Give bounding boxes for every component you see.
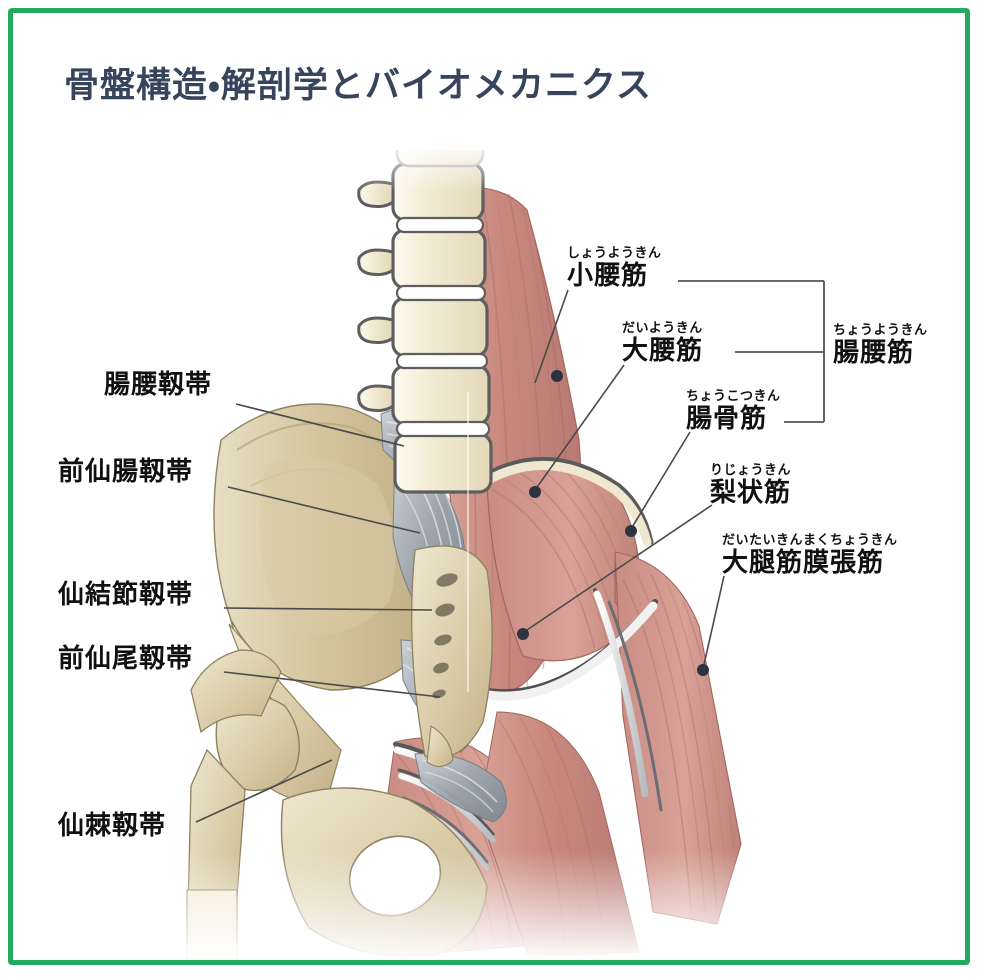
- furigana: ちょうこつきん: [686, 388, 781, 403]
- label-psoas-minor: しょうようきん 小腰筋: [567, 246, 662, 289]
- label-anterior-sacroiliac-ligament: 前仙腸靱帯: [58, 458, 193, 485]
- sacral-foramina: [432, 573, 458, 699]
- top-fade: [345, 150, 545, 192]
- label-text: 腸腰靱帯: [104, 369, 213, 399]
- sacrum-bone: [411, 545, 493, 759]
- label-text: 前仙腸靱帯: [58, 456, 194, 486]
- coccyx-bone: [426, 725, 454, 768]
- label-sacrotuberous-ligament: 仙結節靱帯: [58, 581, 193, 608]
- label-iliopsoas: ちょうようきん 腸腰筋: [833, 323, 928, 366]
- label-text: 小腰筋: [567, 260, 649, 290]
- sacrospinous-ligament: [414, 753, 507, 823]
- label-iliacus: ちょうこつきん 腸骨筋: [686, 389, 781, 432]
- label-text: 梨状筋: [710, 477, 792, 507]
- page-title: 骨盤構造・解剖学とバイオメカニクス: [64, 66, 652, 105]
- panel-seam: [467, 392, 469, 692]
- transverse-processes: [357, 180, 395, 412]
- label-text: 大腿筋膜張筋: [722, 547, 885, 577]
- furigana: ちょうようきん: [833, 322, 928, 337]
- label-tensor-fasciae-latae: だいたいきんまくちょうきん 大腿筋膜張筋: [722, 533, 898, 576]
- label-text: 仙棘靱帯: [58, 810, 167, 840]
- label-text: 前仙尾靱帯: [58, 643, 194, 673]
- label-iliolumbar-ligament: 腸腰靱帯: [104, 371, 212, 398]
- furigana: だいようきん: [622, 320, 703, 335]
- furigana: りじょうきん: [710, 462, 792, 477]
- label-text: 腸骨筋: [686, 403, 768, 433]
- label-text: 大腰筋: [622, 335, 704, 365]
- intervertebral-discs: [395, 216, 491, 438]
- furigana: だいたいきんまくちょうきん: [722, 532, 898, 547]
- label-text: 仙結節靱帯: [58, 579, 194, 609]
- furigana: しょうようきん: [567, 245, 662, 260]
- bottom-fade: [155, 850, 775, 960]
- vertebra-body: [391, 162, 493, 494]
- label-piriformis: りじょうきん 梨状筋: [710, 463, 791, 506]
- label-anterior-sacrococcygeal-ligament: 前仙尾靱帯: [58, 645, 193, 672]
- iliac-fossa: [259, 457, 396, 636]
- label-psoas-major: だいようきん 大腰筋: [622, 321, 703, 364]
- label-sacrospinous-ligament: 仙棘靱帯: [58, 812, 166, 839]
- label-text: 腸腰筋: [833, 337, 915, 367]
